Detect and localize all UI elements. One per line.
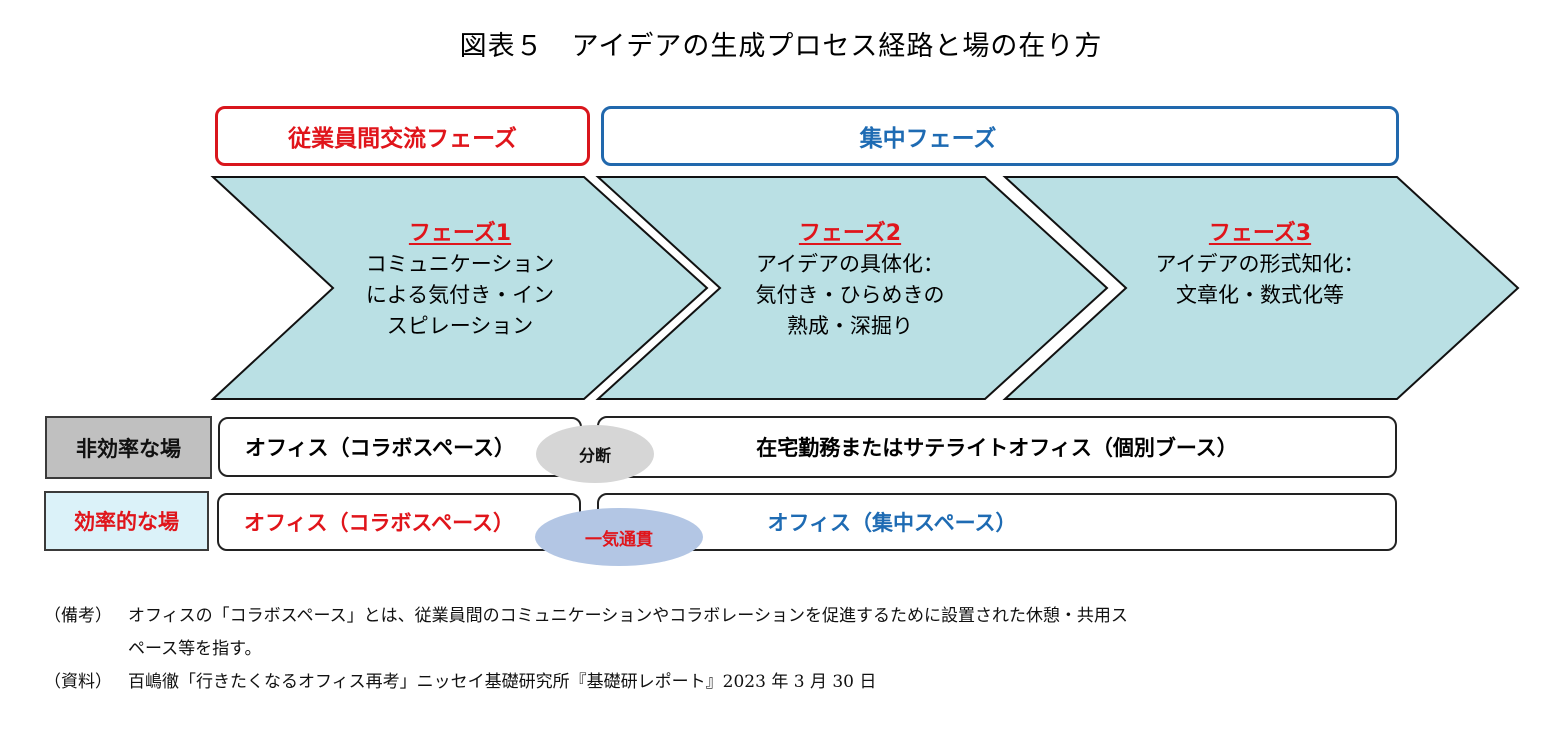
disconnect-oval: 分断 bbox=[536, 425, 654, 483]
disconnect-text: 分断 bbox=[578, 446, 611, 465]
interaction-phase-label: 従業員間交流フェーズ bbox=[288, 126, 517, 152]
source-text: 百嶋徹「行きたくなるオフィス再考」ニッセイ基礎研究所『基礎研レポート』2023 … bbox=[128, 672, 877, 692]
inefficient-place-text: 非効率な場 bbox=[76, 436, 181, 461]
focus-phase-label: 集中フェーズ bbox=[859, 126, 997, 152]
inefficient-place-label: 非効率な場 bbox=[45, 416, 212, 479]
inefficient-right-place: 在宅勤務またはサテライトオフィス（個別ブース） bbox=[597, 416, 1397, 478]
efficient-left-place-text: オフィス（コラボスペース） bbox=[243, 511, 515, 535]
notes-section: （備考） オフィスの「コラボスペース」とは、従業員間のコミュニケーションやコラボ… bbox=[44, 600, 1524, 699]
remark-line-1: オフィスの「コラボスペース」とは、従業員間のコミュニケーションやコラボレーション… bbox=[128, 606, 1128, 626]
phase-2-line-1: アイデアの具体化： bbox=[756, 252, 944, 276]
phase-2-label: フェーズ2 bbox=[798, 221, 902, 246]
interaction-phase-header: 従業員間交流フェーズ bbox=[215, 106, 590, 166]
phase-1-text: フェーズ1 コミュニケーション による気付き・イン スピレーション bbox=[330, 218, 590, 342]
phase-1-line-2: による気付き・イン bbox=[365, 283, 555, 307]
phase-3-line-2: 文章化・数式化等 bbox=[1176, 283, 1344, 307]
phase-1-line-1: コミュニケーション bbox=[365, 252, 555, 276]
figure-title: 図表５ アイデアの生成プロセス経路と場の在り方 bbox=[459, 31, 1103, 62]
remark-tag: （備考） bbox=[44, 606, 112, 626]
phase-2-line-2: 気付き・ひらめきの bbox=[755, 283, 945, 307]
focus-phase-header: 集中フェーズ bbox=[601, 106, 1399, 166]
note-indent bbox=[44, 633, 128, 666]
seamless-text: 一気通貫 bbox=[585, 529, 653, 550]
efficient-right-place: オフィス（集中スペース） bbox=[597, 493, 1397, 551]
efficient-place-text: 効率的な場 bbox=[74, 510, 179, 534]
remark-line-2: ペース等を指す。 bbox=[128, 639, 262, 659]
phase-3-label: フェーズ3 bbox=[1208, 221, 1312, 246]
chevron-phase-2 bbox=[595, 176, 1109, 400]
phase-3-line-1: アイデアの形式知化： bbox=[1155, 252, 1365, 276]
chevron-phase-1 bbox=[210, 176, 709, 400]
phase-1-line-3: スピレーション bbox=[386, 314, 534, 338]
chevron-phase-3 bbox=[1002, 176, 1520, 400]
source-row: （資料） 百嶋徹「行きたくなるオフィス再考」ニッセイ基礎研究所『基礎研レポート』… bbox=[44, 666, 1524, 699]
remark-continuation-row: ペース等を指す。 bbox=[44, 633, 1524, 666]
phase-2-line-3: 熟成・深掘り bbox=[787, 314, 913, 338]
seamless-oval: 一気通貫 bbox=[535, 508, 703, 566]
remark-row: （備考） オフィスの「コラボスペース」とは、従業員間のコミュニケーションやコラボ… bbox=[44, 600, 1524, 633]
efficient-place-label: 効率的な場 bbox=[44, 491, 209, 551]
inefficient-left-place-text: オフィス（コラボスペース） bbox=[244, 436, 516, 460]
efficient-left-place: オフィス（コラボスペース） bbox=[217, 493, 581, 551]
inefficient-left-place: オフィス（コラボスペース） bbox=[218, 417, 582, 477]
phase-2-text: フェーズ2 アイデアの具体化： 気付き・ひらめきの 熟成・深掘り bbox=[720, 218, 980, 342]
phase-3-text: フェーズ3 アイデアの形式知化： 文章化・数式化等 bbox=[1120, 218, 1400, 311]
phase-1-label: フェーズ1 bbox=[408, 221, 512, 246]
efficient-right-place-text: オフィス（集中スペース） bbox=[767, 511, 1017, 535]
inefficient-right-place-text: 在宅勤務またはサテライトオフィス（個別ブース） bbox=[756, 436, 1238, 460]
source-tag: （資料） bbox=[44, 672, 112, 692]
